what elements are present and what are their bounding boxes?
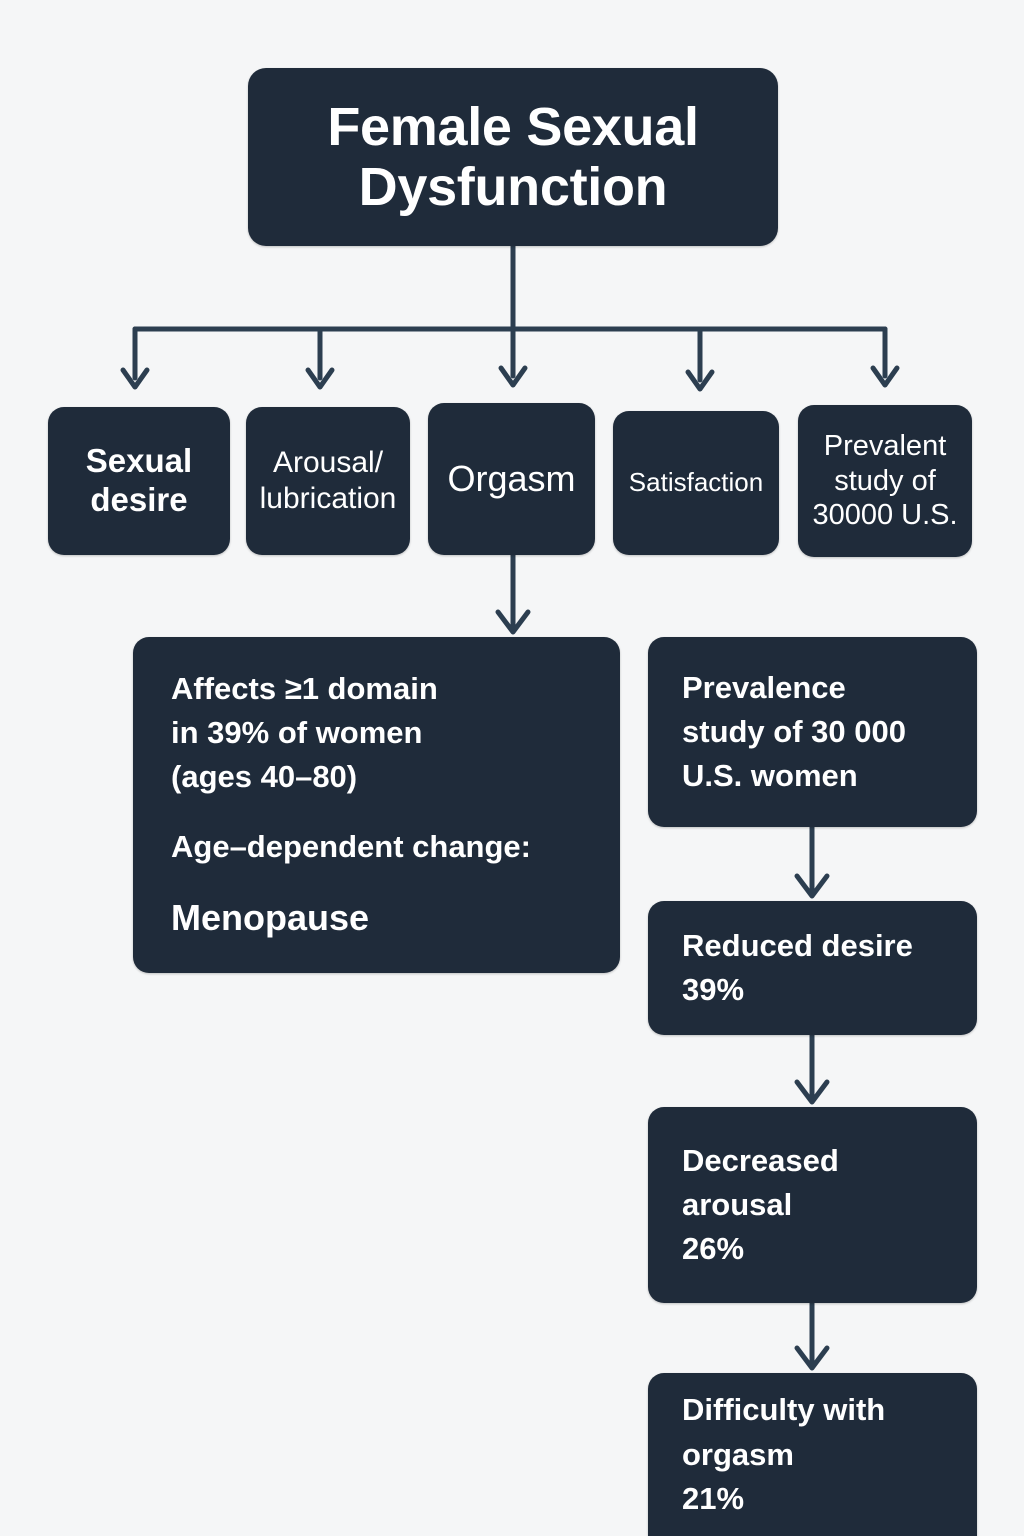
stat-line1: Reduced desire — [682, 927, 913, 963]
domain-label-line3: 30000 U.S. — [812, 499, 958, 532]
root-node-title-line1: Female Sexual — [327, 96, 699, 157]
stat-node-prevalence-study[interactable]: Prevalence study of 30 000 U.S. women — [648, 637, 977, 827]
arrowhead-drop-0 — [120, 367, 150, 390]
stat-line1: Prevalence — [682, 669, 846, 705]
stat-node-decreased-arousal[interactable]: Decreased arousal 26% — [648, 1107, 977, 1303]
stat-line3: U.S. women — [682, 758, 858, 793]
stat-node-difficulty-orgasm[interactable]: Difficulty with orgasm 21% — [648, 1373, 977, 1536]
domain-label-line1: Arousal/ — [272, 446, 384, 479]
arrowhead-stat-1-2 — [794, 1079, 830, 1105]
detail-affects-line2: in 39% of women — [171, 715, 423, 751]
stat-line2: study of 30 000 — [682, 713, 906, 749]
detail-node-affects-domains[interactable]: Affects ≥1 domain in 39% of women (ages … — [133, 637, 620, 973]
arrowhead-drop-2 — [498, 365, 528, 388]
detail-affects-line3: (ages 40–80) — [171, 759, 358, 795]
stat-line2: orgasm — [682, 1436, 794, 1472]
detail-age-dependent-label: Age–dependent change: — [171, 829, 531, 865]
arrowhead-orgasm-detail — [495, 609, 531, 635]
stat-line2: 39% — [682, 972, 745, 1007]
domain-label-line2: lubrication — [259, 482, 397, 515]
domain-node-orgasm[interactable]: Orgasm — [428, 403, 595, 555]
arrowhead-drop-3 — [685, 369, 715, 392]
detail-paragraph-affects: Affects ≥1 domain in 39% of women (ages … — [171, 667, 582, 799]
arrowhead-stat-0-1 — [794, 873, 830, 899]
domain-node-arousal-lubrication[interactable]: Arousal/ lubrication — [246, 407, 410, 555]
detail-paragraph-age-dependent: Age–dependent change: — [171, 825, 582, 869]
domain-label-line2: desire — [90, 481, 188, 518]
stat-node-reduced-desire[interactable]: Reduced desire 39% — [648, 901, 977, 1035]
domain-label-line1: Sexual — [85, 442, 193, 480]
stat-line3: 26% — [682, 1231, 745, 1266]
stat-line1: Difficulty with — [682, 1392, 886, 1428]
arrowhead-stat-2-3 — [794, 1345, 830, 1371]
stat-line1: Decreased — [682, 1142, 839, 1178]
arrowhead-drop-4 — [870, 365, 900, 388]
detail-menopause-label: Menopause — [171, 897, 370, 939]
stat-line2: arousal — [682, 1186, 793, 1222]
detail-paragraph-menopause: Menopause — [171, 895, 582, 942]
domain-label-line1: Prevalent — [823, 429, 947, 462]
root-node-title-line2: Dysfunction — [358, 157, 668, 217]
domain-label-line2: study of — [834, 464, 936, 497]
detail-affects-line1: Affects ≥1 domain — [171, 671, 438, 706]
domain-label-line1: Orgasm — [447, 458, 576, 500]
stat-line3: 21% — [682, 1480, 745, 1516]
domain-label-line1: Satisfaction — [628, 467, 764, 498]
root-node-female-sexual-dysfunction[interactable]: Female Sexual Dysfunction — [248, 68, 778, 246]
domain-node-satisfaction[interactable]: Satisfaction — [613, 411, 779, 555]
arrowhead-drop-1 — [305, 367, 335, 390]
domain-node-prevalent-study[interactable]: Prevalent study of 30000 U.S. — [798, 405, 972, 557]
domain-node-sexual-desire[interactable]: Sexual desire — [48, 407, 230, 555]
